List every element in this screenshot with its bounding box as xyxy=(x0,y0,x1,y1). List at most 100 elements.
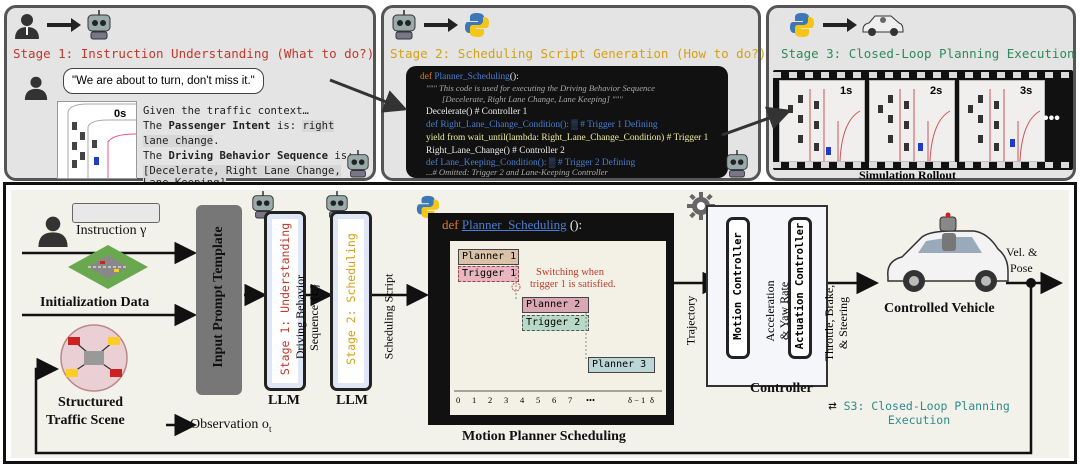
axis-tick-label: 5 xyxy=(536,395,541,405)
scene-label-1: Structured xyxy=(58,395,124,410)
vel-pose-2: Pose xyxy=(1010,261,1033,275)
stage1-llm-box: Stage 1: Understanding xyxy=(264,211,306,391)
python-logo-icon xyxy=(790,13,814,37)
frame-time-label: 3s xyxy=(1020,85,1033,97)
simulation-frame: 1s xyxy=(779,80,865,162)
person-icon xyxy=(15,14,39,39)
script-label: Scheduling Script xyxy=(381,273,396,360)
axis-tick-label: 1 xyxy=(472,395,477,405)
intent-line: The Passenger Intent is: right xyxy=(143,120,335,132)
mps-panel: def Planner_Scheduling (): Planner 1 Tri… xyxy=(428,213,674,425)
stage1-box-label: Stage 1: Understanding xyxy=(278,222,292,376)
context-line: Given the traffic context… xyxy=(143,105,309,117)
python-logo-icon xyxy=(416,195,440,219)
throttle-label: Throttle, Brake,& Steering xyxy=(822,284,850,362)
instruction-bubble xyxy=(72,203,160,223)
arrow-right-icon xyxy=(47,18,81,32)
motion-controller-label: Motion Controller xyxy=(732,232,744,340)
code-line: Right_Lane_Change() # Controller 2 xyxy=(426,146,565,156)
actuation-controller-label: Actuation Controller xyxy=(794,222,806,350)
planner-2-bar: Planner 2 xyxy=(522,297,589,313)
code-line: """ This code is used for executing the … xyxy=(426,83,655,93)
vehicle-label: Controlled Vehicle xyxy=(884,301,995,316)
axis-tick-label: 6 xyxy=(552,395,557,405)
trajectory-label: Trajectory xyxy=(683,295,698,346)
code-block: def Planner_Scheduling(): """ This code … xyxy=(406,66,728,178)
actuation-controller-box: Actuation Controller xyxy=(788,217,812,359)
motion-controller-box: Motion Controller xyxy=(726,217,750,359)
trigger-2-bar: Trigger 2 xyxy=(522,315,589,331)
stage2-box-label: Stage 2: Scheduling xyxy=(344,233,358,365)
planner-3-bar: Planner 3 xyxy=(588,357,655,373)
robot-icon xyxy=(252,191,274,219)
time-label: 0s xyxy=(114,108,127,120)
robot-icon xyxy=(87,10,111,40)
arrow-right-icon xyxy=(424,18,458,32)
mps-chart-area: Planner 1 Trigger 1 Switching when trigg… xyxy=(450,241,666,415)
axis-tick-label: δ − 1 xyxy=(628,395,646,405)
film-perforation xyxy=(773,72,1073,78)
stage3-panel: Stage 3: Closed-Loop Planning Execution … xyxy=(766,5,1076,182)
code-line: def Planner_Scheduling(): xyxy=(420,72,519,82)
intent-value: lane change. xyxy=(143,135,220,147)
stage2-panel: Stage 2: Scheduling Script Generation (H… xyxy=(381,5,766,181)
trigger-1-bar: Trigger 1 xyxy=(458,266,519,282)
init-data-label: Initialization Data xyxy=(40,295,150,310)
stage3-title: Stage 3: Closed-Loop Planning Execution xyxy=(781,46,1075,61)
accel-label: Acceleration& Yaw Rate xyxy=(763,280,791,342)
scene-label-2: Traffic Scene xyxy=(46,413,125,428)
code-line: [Decelerate, Right Lane Change, Lane Kee… xyxy=(442,94,623,104)
stage2-title: Stage 2: Scheduling Script Generation (H… xyxy=(390,46,767,61)
stage-connector-arrows xyxy=(329,78,792,137)
input-prompt-template-box: Input Prompt Template xyxy=(196,205,242,395)
pipeline-panel: Instruction γ Initialization Data Struct… xyxy=(3,182,1077,464)
stage2-llm-box: Stage 2: Scheduling xyxy=(330,211,372,391)
robot-icon xyxy=(726,150,748,178)
frame-time-label: 2s xyxy=(930,85,943,97)
code-line: yield from wait_until(lambda: Right_Lane… xyxy=(426,133,709,143)
traffic-scene-graph-icon xyxy=(60,324,128,392)
axis-tick-label: 4 xyxy=(520,395,525,405)
mps-guides xyxy=(454,265,662,392)
sequence-value-1: [Decelerate, Right Lane Change, xyxy=(143,165,341,177)
simulation-caption: Simulation Rollout xyxy=(859,168,957,182)
person-icon xyxy=(24,76,48,100)
axis-tick-label: ••• xyxy=(586,395,595,405)
axis-tick-label: δ xyxy=(650,395,655,405)
switching-note-2: trigger 1 is satisfied. xyxy=(530,279,616,290)
film-perforation xyxy=(773,162,1073,168)
llm-label-1: LLM xyxy=(268,393,300,408)
observation-label: Observation ot xyxy=(190,417,272,434)
passenger-quote: "We are about to turn, don't miss it." xyxy=(63,68,264,94)
simulation-frame: 2s xyxy=(869,80,955,162)
person-icon xyxy=(38,216,68,247)
car-icon xyxy=(862,15,904,36)
simulation-filmstrip: 1s 2s 3s ••• xyxy=(773,70,1073,170)
instruction-label: Instruction γ xyxy=(76,223,147,238)
film-ellipsis: ••• xyxy=(1043,110,1060,127)
frame-time-label: 1s xyxy=(840,85,853,97)
robot-icon xyxy=(392,10,416,40)
llm-label-2: LLM xyxy=(336,393,368,408)
planner-1-bar: Planner 1 xyxy=(458,249,519,265)
code-line: def Right_Lane_Change_Condition(): ▒ # T… xyxy=(426,120,658,130)
arrow-right-icon xyxy=(823,18,857,32)
car-icon xyxy=(887,212,1009,292)
robot-icon xyxy=(347,150,369,178)
axis-tick-label: 3 xyxy=(504,395,509,405)
stage1-panel: Stage 1: Instruction Understanding (What… xyxy=(4,5,376,189)
sequence-line: The Driving Behavior Sequence is: xyxy=(143,150,354,162)
mps-caption: Motion Planner Scheduling xyxy=(462,429,626,444)
code-line: Decelerate() # Controller 1 xyxy=(426,107,528,117)
simulation-frame: 3s xyxy=(959,80,1045,162)
axis-tick-label: 7 xyxy=(568,395,573,405)
mps-header: def Planner_Scheduling (): xyxy=(442,217,583,232)
code-line: ...# Omitted: Trigger 2 and Lane-Keeping… xyxy=(426,167,608,177)
code-line: def Lane_Keeping_Condition(): ▒ # Trigge… xyxy=(426,158,636,168)
axis-tick-label: 2 xyxy=(488,395,493,405)
axis-tick-label: 0 xyxy=(456,395,461,405)
input-prompt-label: Input Prompt Template xyxy=(211,226,226,368)
controller-label: Controller xyxy=(750,381,813,396)
vel-pose-1: Vel. & xyxy=(1006,245,1038,259)
